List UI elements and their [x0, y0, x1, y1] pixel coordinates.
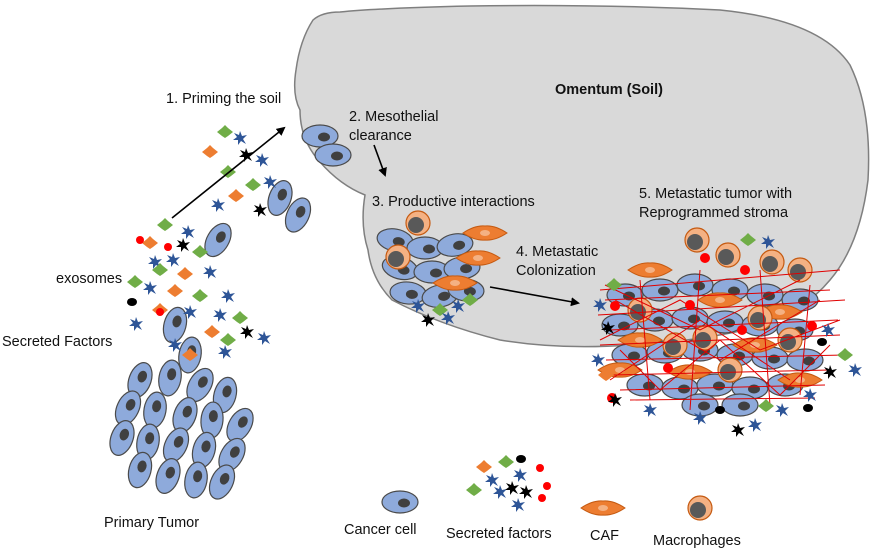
step5-label-line2: Reprogrammed stroma: [639, 205, 789, 221]
legend-cancer-cell-icon: [381, 490, 419, 514]
secreted-factors-label: Secreted Factors: [2, 334, 113, 350]
step3-label: 3. Productive interactions: [372, 194, 535, 210]
legend: [381, 455, 713, 521]
legend-caf-icon: [580, 500, 626, 516]
exosomes-label: exosomes: [56, 271, 123, 287]
legend-secreted-factors-icon: [466, 455, 551, 512]
step4-label-line1: 4. Metastatic: [516, 244, 599, 260]
step1-label: 1. Priming the soil: [166, 91, 282, 107]
step5-label-line1: 5. Metastatic tumor with: [639, 186, 793, 202]
step4-label-line2: Colonization: [516, 263, 596, 279]
legend-cancer-cell-label: Cancer cell: [344, 522, 417, 538]
metastatic-tumor: [591, 227, 862, 437]
step2-label-line1: 2. Mesothelial: [349, 109, 439, 125]
migrating-cells: [198, 124, 352, 262]
secreted-factors-cloud: [127, 125, 277, 361]
arrow-colonization: [489, 286, 580, 307]
arrow-clearance: [373, 144, 387, 177]
legend-macrophages-label: Macrophages: [653, 533, 741, 549]
primary-tumor: [104, 304, 260, 504]
step2-label-line2: clearance: [349, 128, 412, 144]
arrow-priming: [171, 126, 286, 219]
legend-secreted-factors-label: Secreted factors: [446, 526, 552, 542]
legend-caf-label: CAF: [590, 528, 619, 544]
legend-macrophage-icon: [687, 495, 713, 521]
omentum-label: Omentum (Soil): [555, 82, 663, 98]
flow-arrows: [171, 126, 580, 307]
primary-tumor-label: Primary Tumor: [104, 515, 200, 531]
